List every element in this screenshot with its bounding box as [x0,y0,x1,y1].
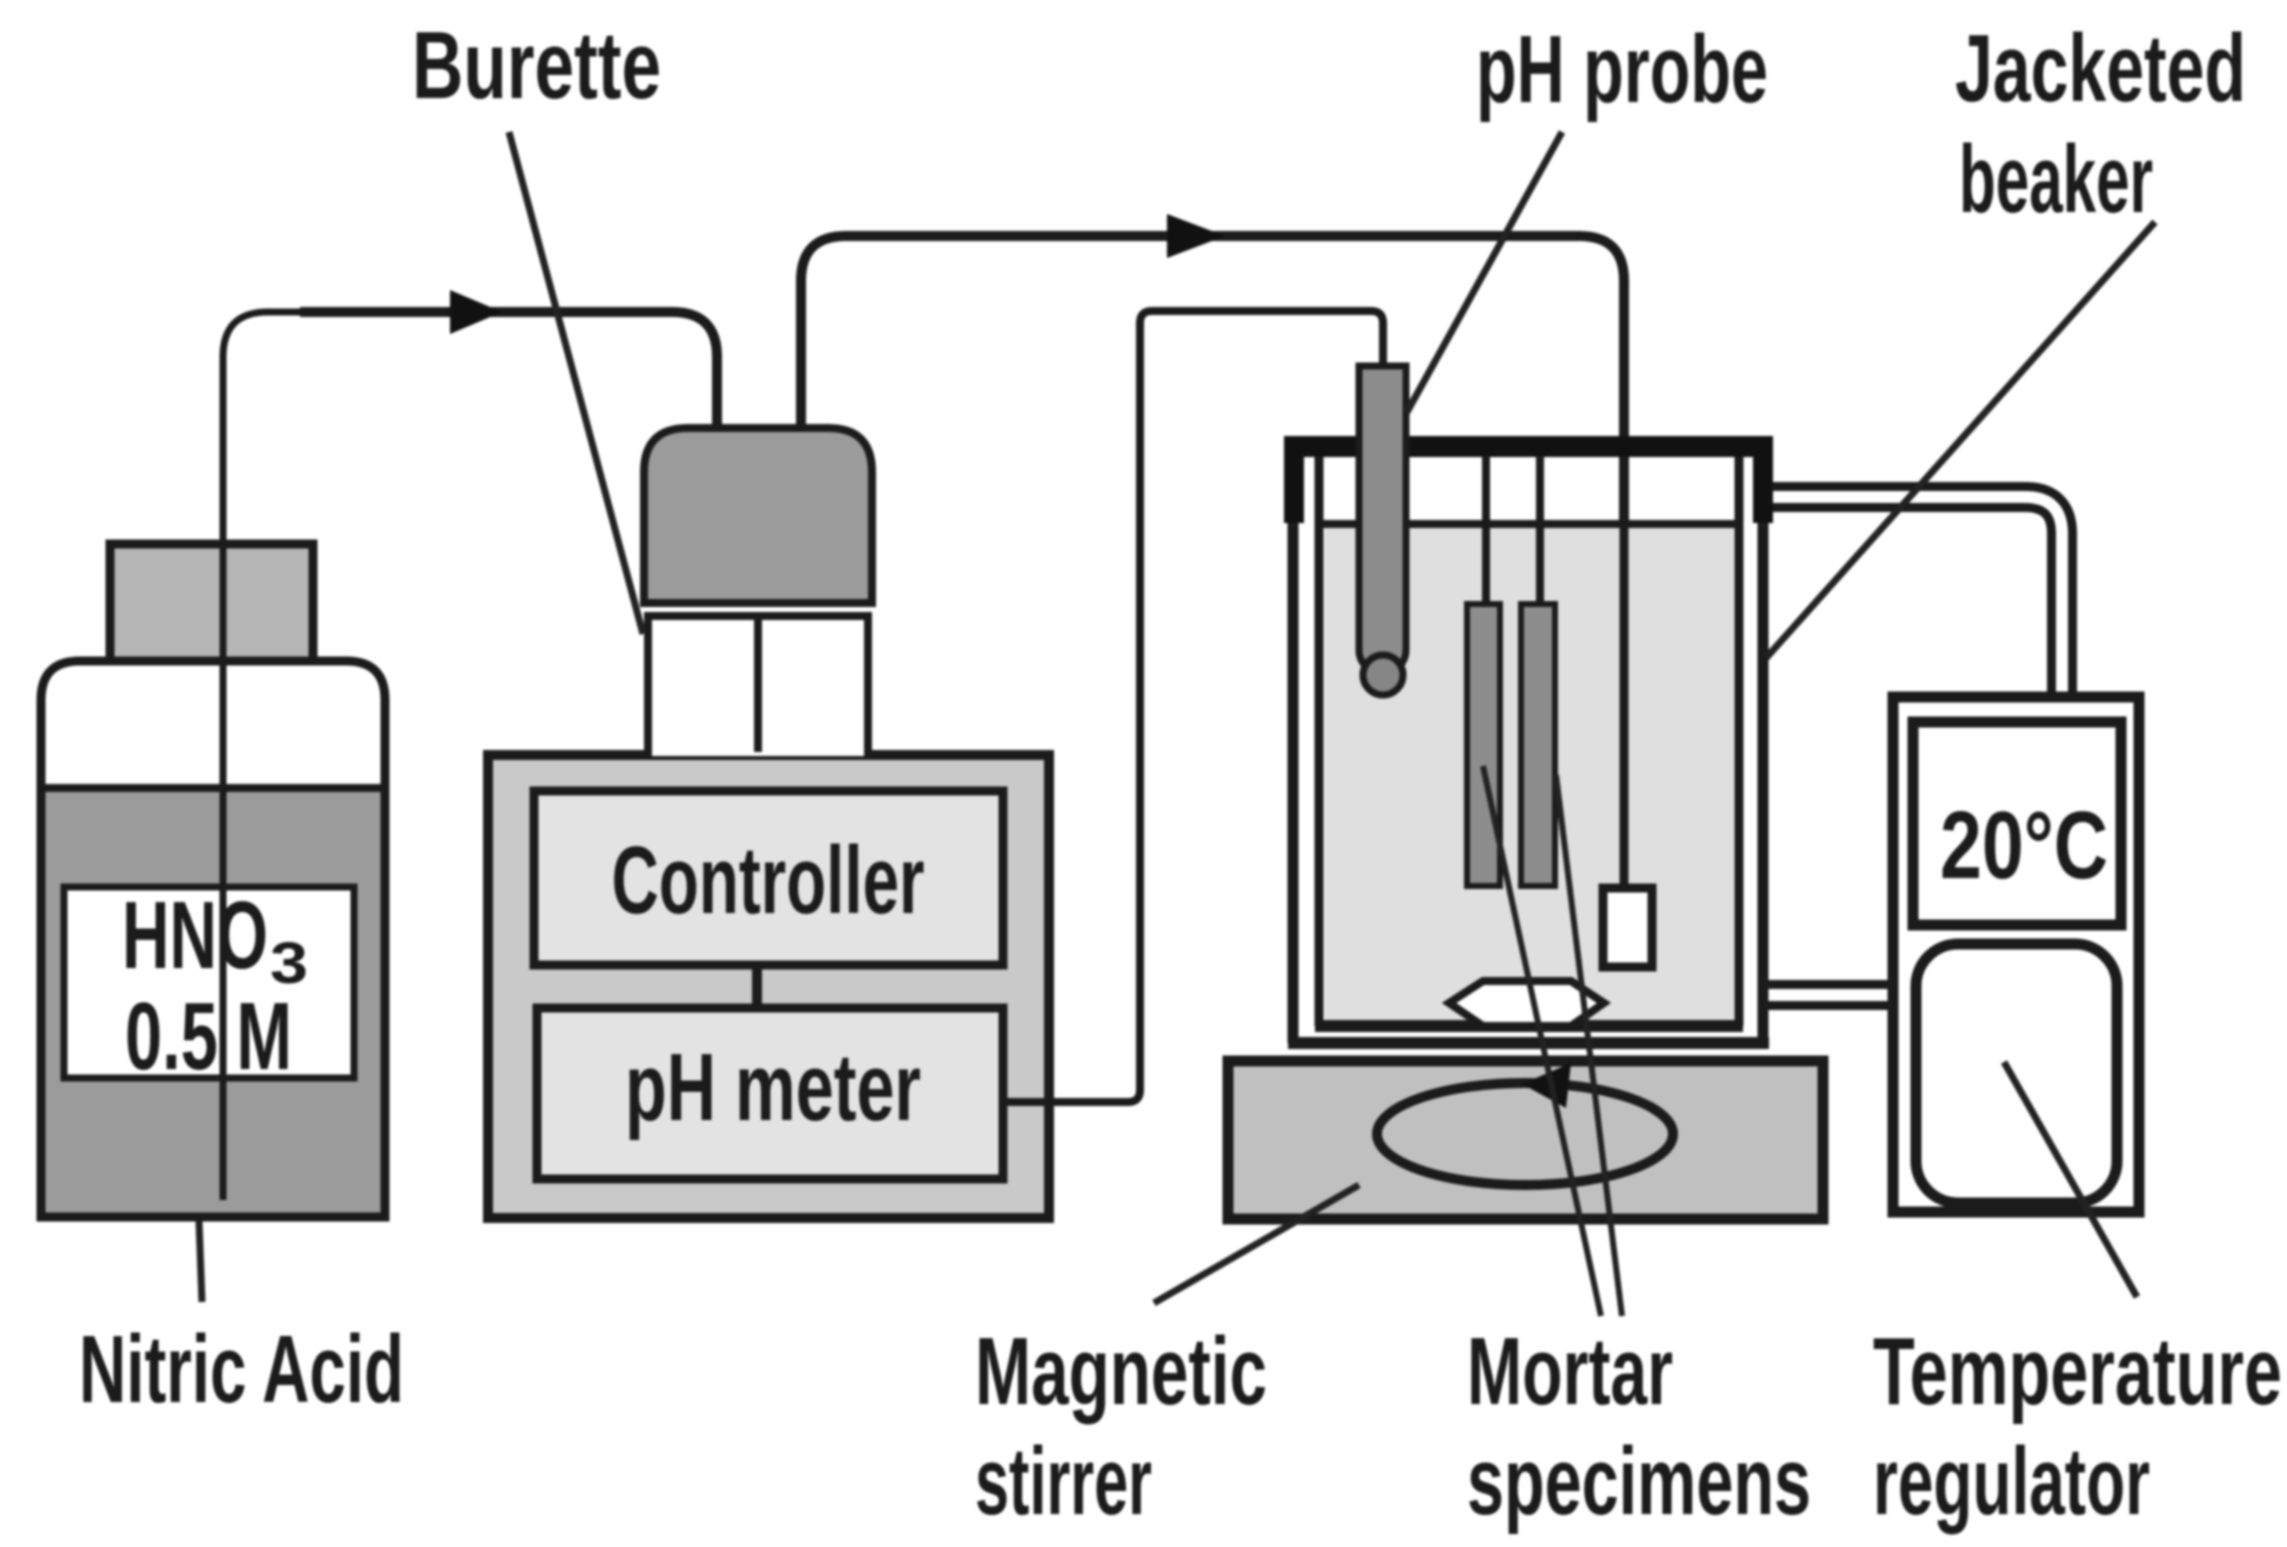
svg-text:regulator: regulator [1873,1428,2150,1535]
svg-text:Controller: Controller [612,827,925,934]
svg-text:Nitric Acid: Nitric Acid [79,1316,404,1423]
svg-text:pH meter: pH meter [625,1034,921,1141]
svg-text:HNO: HNO [122,882,268,989]
svg-text:3: 3 [270,931,308,996]
svg-text:pH probe: pH probe [1476,16,1768,123]
svg-text:Mortar: Mortar [1467,1318,1673,1425]
svg-text:beaker: beaker [1959,126,2153,233]
svg-text:stirrer: stirrer [975,1428,1152,1535]
svg-text:0.5 M: 0.5 M [125,983,292,1090]
svg-text:Jacketed: Jacketed [1955,15,2246,122]
svg-text:Temperature: Temperature [1873,1318,2282,1425]
svg-text:specimens: specimens [1467,1428,1811,1535]
svg-text:20°C: 20°C [1940,792,2108,899]
svg-text:Magnetic: Magnetic [975,1318,1267,1425]
svg-text:Burette: Burette [412,12,661,119]
